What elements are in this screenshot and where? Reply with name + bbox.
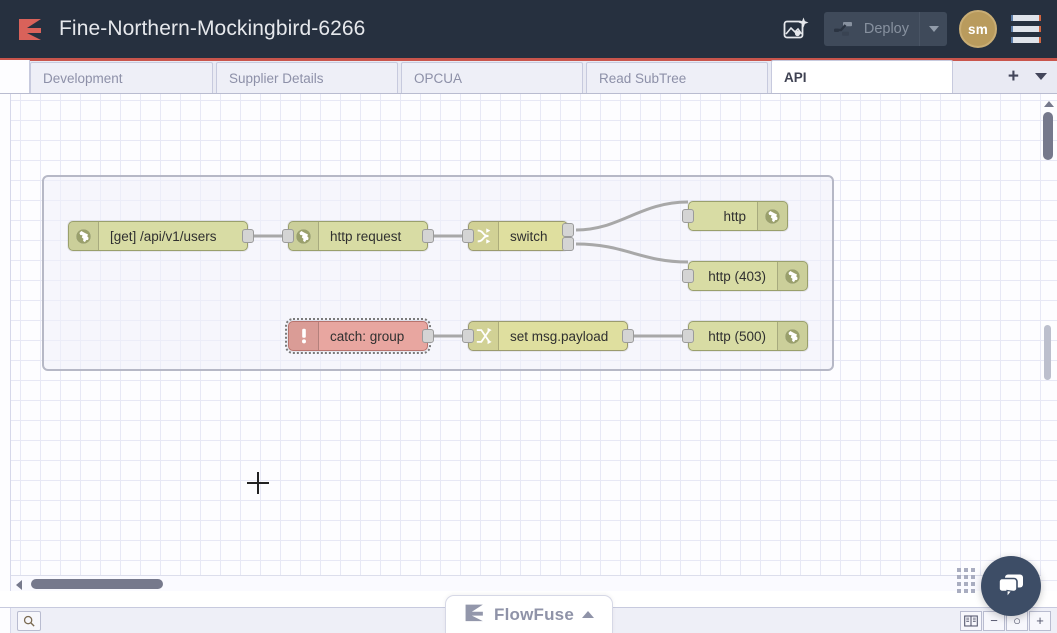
node-output-port-2[interactable] — [562, 237, 574, 251]
node-http-response-403[interactable]: http (403) — [682, 261, 808, 291]
status-bar-actions: − ○ + — [960, 610, 1057, 631]
canvas-horizontal-scrollbar[interactable] — [11, 575, 1041, 591]
flowfuse-label: FlowFuse — [494, 604, 574, 624]
globe-icon — [757, 202, 787, 230]
flowfuse-logo-icon — [464, 603, 486, 627]
tab-label: Read SubTree — [599, 70, 687, 86]
node-input-port[interactable] — [282, 229, 294, 243]
add-flow-button[interactable]: + — [1007, 66, 1019, 87]
node-label: http (403) — [708, 268, 766, 284]
flow-tab-bar: Development Supplier Details OPCUA Read … — [0, 60, 1057, 94]
node-input-port[interactable] — [462, 329, 474, 343]
tab-development[interactable]: Development — [30, 62, 213, 93]
tab-label: Supplier Details — [229, 70, 324, 86]
deploy-dropdown-button[interactable] — [919, 12, 947, 46]
node-http-response-500[interactable]: http (500) — [682, 321, 808, 351]
node-output-port[interactable] — [422, 329, 434, 343]
node-label: http (500) — [708, 328, 766, 344]
switch-icon — [469, 222, 499, 250]
tab-label: API — [784, 69, 807, 85]
node-output-port[interactable] — [622, 329, 634, 343]
deploy-icon — [824, 21, 856, 37]
tab-opcua[interactable]: OPCUA — [401, 62, 583, 93]
flow-canvas[interactable]: [get] /api/v1/users http request — [0, 94, 1057, 591]
node-change[interactable]: set msg.payload — [462, 321, 634, 351]
canvas-vertical-scrollbar[interactable] — [1042, 97, 1054, 591]
crosshair-cursor — [247, 472, 269, 494]
canvas-left-gutter — [0, 94, 11, 591]
error-icon — [289, 322, 319, 350]
hamburger-bar — [1011, 37, 1041, 43]
status-bar-left-gutter — [0, 607, 11, 633]
globe-icon — [777, 262, 807, 290]
node-switch[interactable]: switch — [462, 221, 574, 251]
tab-label: OPCUA — [414, 70, 463, 86]
chevron-down-icon — [928, 26, 939, 32]
globe-icon — [289, 222, 319, 250]
tab-label: Development — [43, 70, 123, 86]
node-output-port-1[interactable] — [562, 223, 574, 237]
node-label: switch — [510, 228, 548, 244]
node-output-port[interactable] — [422, 229, 434, 243]
scroll-up-arrow-icon[interactable] — [1044, 101, 1054, 107]
page-title: Fine-Northern-Mockingbird-6266 — [59, 17, 366, 40]
tab-api[interactable]: API — [771, 60, 953, 93]
flowfuse-panel-tab[interactable]: FlowFuse — [445, 595, 613, 633]
book-info-icon[interactable] — [960, 610, 982, 631]
node-http-request[interactable]: http request — [282, 221, 434, 251]
hamburger-bar — [1011, 26, 1041, 32]
node-input-port[interactable] — [682, 209, 694, 223]
search-icon[interactable] — [17, 610, 41, 631]
vertical-scroll-thumb-secondary[interactable] — [1044, 325, 1051, 380]
node-output-port[interactable] — [242, 229, 254, 243]
node-label: http — [723, 208, 746, 224]
deploy-button-label: Deploy — [863, 21, 909, 37]
header-actions: Deploy sm — [774, 7, 1057, 51]
hamburger-bar — [1011, 15, 1041, 21]
node-input-port[interactable] — [682, 269, 694, 283]
hamburger-menu-icon[interactable] — [1011, 15, 1041, 43]
flow-list-chevron-down-icon[interactable] — [1035, 73, 1047, 80]
horizontal-scroll-thumb[interactable] — [31, 579, 163, 589]
globe-icon — [777, 322, 807, 350]
node-input-port[interactable] — [682, 329, 694, 343]
node-label: catch: group — [330, 328, 405, 344]
zoom-in-button[interactable]: + — [1029, 610, 1051, 631]
node-label: http request — [330, 228, 402, 244]
app-header: Fine-Northern-Mockingbird-6266 — [0, 0, 1057, 61]
chat-bubble-icon[interactable] — [981, 556, 1041, 616]
deploy-button[interactable]: Deploy — [823, 12, 947, 46]
node-label: [get] /api/v1/users — [110, 228, 217, 244]
node-label: set msg.payload — [510, 328, 609, 344]
scroll-left-arrow-icon[interactable] — [16, 580, 22, 590]
node-http-in[interactable]: [get] /api/v1/users — [68, 221, 254, 251]
node-http-response[interactable]: http — [682, 201, 788, 231]
vertical-scroll-thumb[interactable] — [1043, 112, 1053, 160]
avatar[interactable]: sm — [959, 10, 997, 48]
tab-bar-actions: + — [1008, 60, 1057, 93]
flowfuse-logo-icon — [17, 16, 45, 42]
tab-bar-left-gutter — [0, 60, 30, 93]
globe-icon — [69, 222, 99, 250]
chevron-up-icon[interactable] — [582, 611, 594, 618]
drag-dots-icon[interactable] — [957, 568, 975, 602]
tab-read-subtree[interactable]: Read SubTree — [586, 62, 768, 93]
tab-supplier-details[interactable]: Supplier Details — [216, 62, 398, 93]
node-catch[interactable]: catch: group — [285, 318, 434, 354]
change-icon — [469, 322, 499, 350]
node-input-port[interactable] — [462, 229, 474, 243]
ai-image-sparkle-icon[interactable] — [774, 7, 818, 51]
